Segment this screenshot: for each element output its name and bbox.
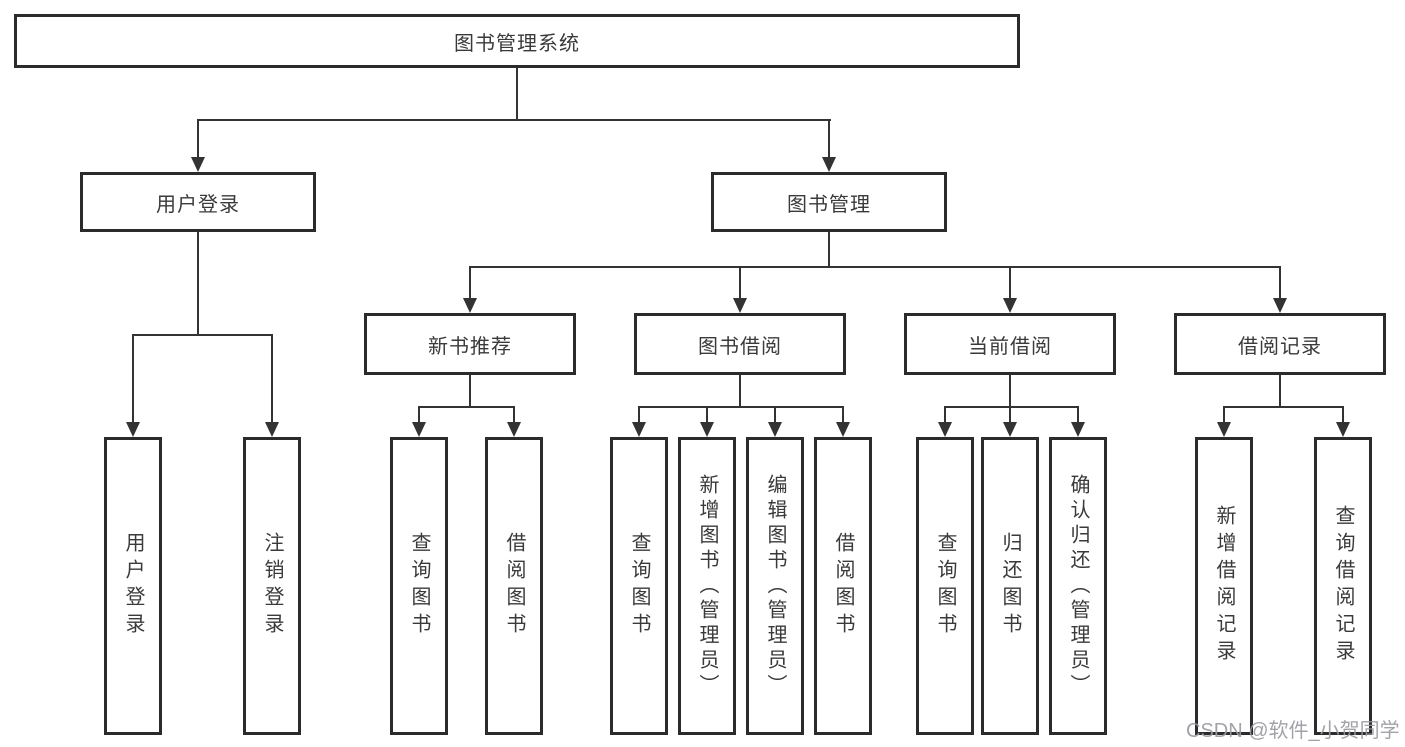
connector-arrow bbox=[126, 422, 140, 437]
node-label: 图书管理 bbox=[787, 193, 871, 216]
node-label: 当前借阅 bbox=[968, 335, 1052, 358]
connector-line bbox=[197, 232, 199, 336]
connector-arrow bbox=[1003, 298, 1017, 313]
connector-line bbox=[739, 375, 741, 408]
connector-line bbox=[1223, 406, 1225, 423]
connector-arrow bbox=[836, 422, 850, 437]
connector-arrow bbox=[1273, 298, 1287, 313]
connector-line bbox=[828, 119, 830, 159]
connector-line bbox=[944, 406, 946, 423]
connector-line bbox=[1342, 406, 1344, 423]
connector-line bbox=[706, 406, 708, 423]
connector-line bbox=[1223, 406, 1344, 408]
connector-line bbox=[197, 119, 831, 121]
node-new-book-recommend: 新书推荐 bbox=[364, 313, 576, 375]
connector-line bbox=[1077, 406, 1079, 423]
connector-line bbox=[197, 119, 199, 159]
leaf-label: 注销登录 bbox=[261, 532, 283, 640]
node-library-system: 图书管理系统 bbox=[14, 14, 1020, 68]
node-label: 用户登录 bbox=[156, 193, 240, 216]
leaf-label: 编辑图书（管理员） bbox=[764, 473, 786, 699]
node-book-borrow: 图书借阅 bbox=[634, 313, 846, 375]
connector-arrow bbox=[412, 422, 426, 437]
connector-line bbox=[1279, 266, 1281, 299]
connector-arrow bbox=[700, 422, 714, 437]
watermark: CSDN @软件_小贺同学 bbox=[1186, 720, 1400, 742]
leaf-query-books: 查询图书 bbox=[916, 437, 974, 735]
connector-line bbox=[1009, 266, 1011, 299]
node-label: 借阅记录 bbox=[1238, 335, 1322, 358]
leaf-label: 查询图书 bbox=[408, 532, 430, 640]
leaf-query-books: 查询图书 bbox=[390, 437, 448, 735]
leaf-query-borrow-record: 查询借阅记录 bbox=[1314, 437, 1372, 735]
leaf-label: 新增图书（管理员） bbox=[696, 473, 718, 699]
connector-line bbox=[132, 334, 134, 423]
connector-line bbox=[944, 406, 1079, 408]
connector-line bbox=[469, 266, 471, 299]
connector-line bbox=[1009, 375, 1011, 408]
leaf-add-borrow-record: 新增借阅记录 bbox=[1195, 437, 1253, 735]
connector-arrow bbox=[265, 422, 279, 437]
connector-arrow bbox=[768, 422, 782, 437]
connector-arrow bbox=[822, 157, 836, 172]
connector-arrow bbox=[463, 298, 477, 313]
leaf-label: 借阅图书 bbox=[503, 532, 525, 640]
leaf-label: 确认归还（管理员） bbox=[1067, 473, 1089, 699]
connector-arrow bbox=[733, 298, 747, 313]
connector-arrow bbox=[1217, 422, 1231, 437]
connector-line bbox=[828, 232, 830, 268]
connector-line bbox=[1009, 406, 1011, 423]
connector-line bbox=[418, 406, 515, 408]
leaf-label: 借阅图书 bbox=[832, 532, 854, 640]
connector-line bbox=[418, 406, 420, 423]
leaf-label: 查询借阅记录 bbox=[1332, 505, 1354, 667]
leaf-user-login: 用户登录 bbox=[104, 437, 162, 735]
leaf-borrow-books: 借阅图书 bbox=[814, 437, 872, 735]
leaf-logout: 注销登录 bbox=[243, 437, 301, 735]
node-current-borrow: 当前借阅 bbox=[904, 313, 1116, 375]
leaf-add-book-admin: 新增图书（管理员） bbox=[678, 437, 736, 735]
leaf-label: 查询图书 bbox=[628, 532, 650, 640]
leaf-confirm-return-admin: 确认归还（管理员） bbox=[1049, 437, 1107, 735]
leaf-label: 归还图书 bbox=[999, 532, 1021, 640]
node-label: 图书管理系统 bbox=[454, 32, 580, 55]
leaf-label: 查询图书 bbox=[934, 532, 956, 640]
leaf-return-book: 归还图书 bbox=[981, 437, 1039, 735]
connector-arrow bbox=[632, 422, 646, 437]
connector-arrow bbox=[1071, 422, 1085, 437]
leaf-query-books: 查询图书 bbox=[610, 437, 668, 735]
leaf-label: 新增借阅记录 bbox=[1213, 505, 1235, 667]
connector-arrow bbox=[1336, 422, 1350, 437]
connector-line bbox=[513, 406, 515, 423]
connector-line bbox=[516, 68, 518, 121]
node-label: 图书借阅 bbox=[698, 335, 782, 358]
connector-arrow bbox=[1003, 422, 1017, 437]
connector-arrow bbox=[507, 422, 521, 437]
connector-arrow bbox=[938, 422, 952, 437]
connector-line bbox=[469, 266, 1281, 268]
connector-line bbox=[271, 334, 273, 423]
connector-line bbox=[469, 375, 471, 408]
node-borrow-records: 借阅记录 bbox=[1174, 313, 1386, 375]
connector-line bbox=[774, 406, 776, 423]
node-label: 新书推荐 bbox=[428, 335, 512, 358]
leaf-borrow-books: 借阅图书 bbox=[485, 437, 543, 735]
connector-line bbox=[132, 334, 273, 336]
connector-line bbox=[739, 266, 741, 299]
leaf-edit-book-admin: 编辑图书（管理员） bbox=[746, 437, 804, 735]
connector-arrow bbox=[191, 157, 205, 172]
connector-line bbox=[638, 406, 844, 408]
node-book-management: 图书管理 bbox=[711, 172, 947, 232]
connector-line bbox=[842, 406, 844, 423]
leaf-label: 用户登录 bbox=[122, 532, 144, 640]
connector-line bbox=[638, 406, 640, 423]
connector-line bbox=[1279, 375, 1281, 408]
node-user-login: 用户登录 bbox=[80, 172, 316, 232]
